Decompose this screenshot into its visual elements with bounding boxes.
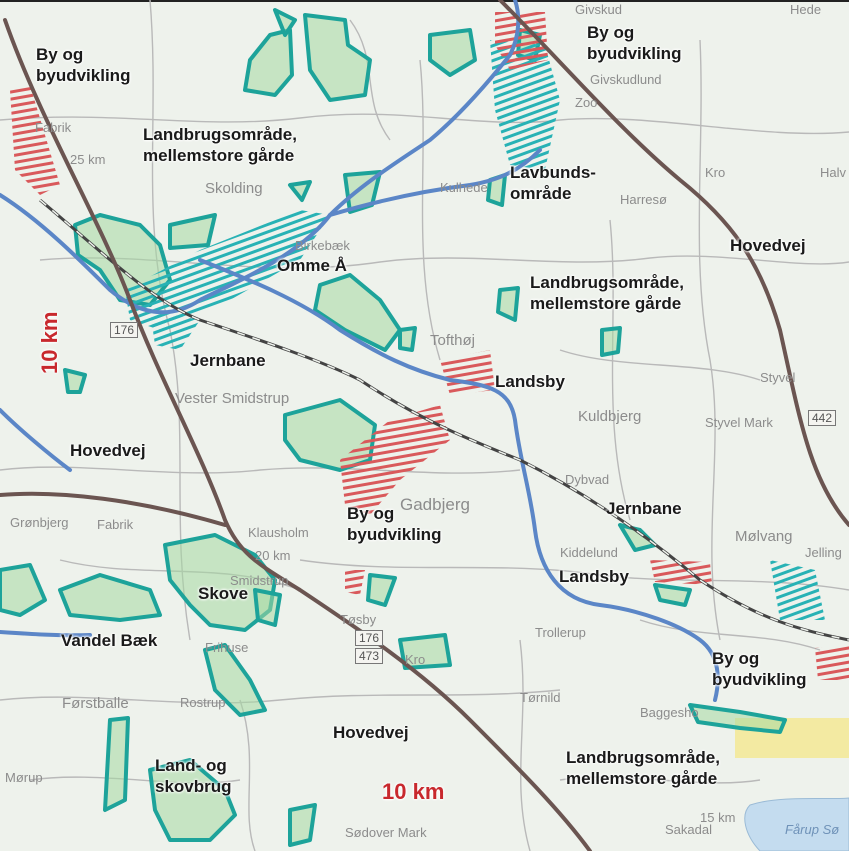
label-landbrugsomraade: Landbrugsområde, mellemstore gårde xyxy=(530,273,684,313)
place-name: Trollerup xyxy=(535,625,586,640)
place-name: Tørnild xyxy=(520,690,561,705)
label-omme-aa: Omme Å xyxy=(277,256,347,275)
place-name: Styvel xyxy=(760,370,796,385)
label-skove: Skove xyxy=(198,584,249,603)
label-landbrugsomraade: Landbrugsområde, mellemstore gårde xyxy=(566,748,720,788)
place-name: Gadbjerg xyxy=(400,495,470,514)
place-name: Mørup xyxy=(5,770,43,785)
label-jernbane: Jernbane xyxy=(190,351,266,370)
place-name: Skolding xyxy=(205,180,263,197)
place-name: Givskud xyxy=(575,2,622,17)
label-by-og-byudvikling: By og byudvikling xyxy=(347,504,442,544)
place-name: Mølvang xyxy=(735,528,793,545)
place-name: Frihuse xyxy=(205,640,249,655)
place-name: Fabrik xyxy=(35,120,72,135)
place-name: Fårup Sø xyxy=(785,822,840,837)
label-by-og-byudvikling: By og byudvikling xyxy=(712,649,807,689)
place-name: Givskudlund xyxy=(590,72,662,87)
place-name: Grønbjerg xyxy=(10,515,69,530)
label-hovedvej: Hovedvej xyxy=(730,236,806,255)
place-name: Kulhede xyxy=(440,180,488,195)
road-number-shield: 473 xyxy=(355,648,384,664)
place-name: Fabrik xyxy=(97,517,134,532)
place-name: Halv xyxy=(820,165,847,180)
place-name: Klausholm xyxy=(248,525,309,540)
rivers xyxy=(0,0,720,702)
label-by-og-byudvikling: By og byudvikling xyxy=(36,45,131,85)
place-name: Sakadal xyxy=(665,822,712,837)
scale-label: 10 km xyxy=(382,779,445,804)
place-name: Kro xyxy=(405,652,426,667)
place-name: Baggesho xyxy=(640,705,699,720)
place-name: Hede xyxy=(790,2,822,17)
place-name: 25 km xyxy=(70,152,106,167)
place-name: Kiddelund xyxy=(560,545,618,560)
road-number-shield: 176 xyxy=(355,630,384,646)
label-landsby: Landsby xyxy=(495,372,565,391)
place-name: Zoo xyxy=(575,95,598,110)
label-hovedvej: Hovedvej xyxy=(70,441,146,460)
place-name: 15 km xyxy=(700,810,736,825)
place-name: Birkebæk xyxy=(295,238,350,253)
scale-label: 10 km xyxy=(37,311,62,374)
label-lavbundsomraade: Lavbunds- område xyxy=(510,163,596,203)
label-landbrugsomraade: Landbrugsområde, mellemstore gårde xyxy=(143,125,297,165)
place-name: Sødover Mark xyxy=(345,825,427,840)
label-by-og-byudvikling: By og byudvikling xyxy=(587,23,682,63)
road-number-shield: 176 xyxy=(110,322,139,338)
place-name: Kuldbjerg xyxy=(578,408,642,425)
road-number-shield: 442 xyxy=(808,410,837,426)
place-name: Førstballe xyxy=(62,695,129,712)
place-name: Vester Smidstrup xyxy=(175,390,290,407)
place-name: Harresø xyxy=(620,192,667,207)
label-vandel-baek: Vandel Bæk xyxy=(61,631,158,650)
place-name: Tøsby xyxy=(340,612,377,627)
place-name: Kro xyxy=(705,165,726,180)
label-land-og-skovbrug: Land- og skovbrug xyxy=(155,756,232,796)
place-name: Dybvad xyxy=(565,472,610,487)
place-name: Rostrup xyxy=(180,695,226,710)
label-hovedvej: Hovedvej xyxy=(333,723,409,742)
place-name: Tofthøj xyxy=(430,332,476,349)
place-name: 20 km xyxy=(255,548,291,563)
label-jernbane: Jernbane xyxy=(606,499,682,518)
label-landsby: Landsby xyxy=(559,567,629,586)
place-name: Styvel Mark xyxy=(705,415,773,430)
place-name: Smidstrup xyxy=(230,573,289,588)
place-name: Jelling xyxy=(805,545,842,560)
railway-line xyxy=(39,198,849,642)
